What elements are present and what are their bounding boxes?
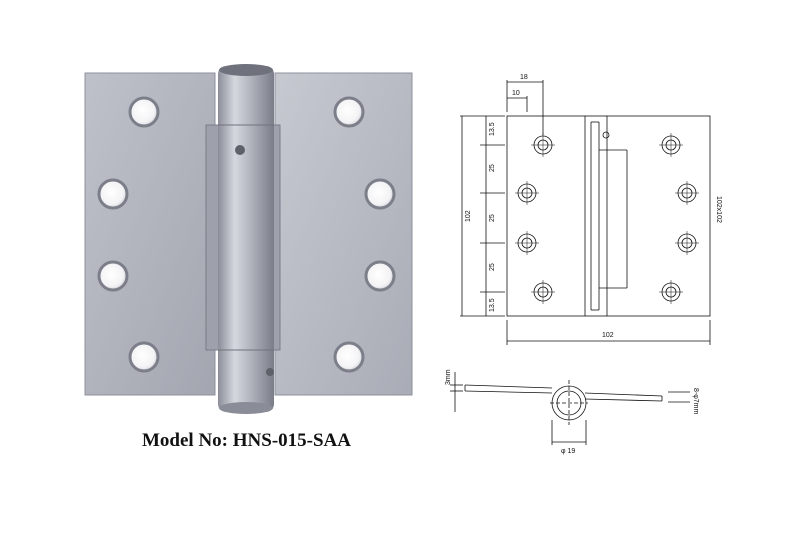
- model-number: Model No: HNS-015-SAA: [142, 430, 351, 451]
- dim-knuckle-diameter: φ 19: [561, 448, 575, 455]
- dim-thickness: 3mm: [445, 369, 452, 385]
- dim-holes: 8-φ7mm: [692, 388, 699, 414]
- dim-v-3: 25: [489, 214, 496, 222]
- dim-v-2: 25: [489, 164, 496, 172]
- dim-v-1: 13.5: [489, 122, 496, 136]
- dim-v-5: 13.5: [489, 298, 496, 312]
- side-view: [450, 372, 690, 445]
- front-view-outline: [506, 115, 711, 317]
- hinge-barrel: [218, 64, 274, 414]
- dim-v-4: 25: [489, 263, 496, 271]
- dim-overall-height: 102: [465, 210, 472, 222]
- dim-size: 102x102: [715, 196, 722, 223]
- dim-18: 18: [520, 74, 528, 81]
- screw-holes: [97, 96, 396, 373]
- left-leaf: [84, 72, 216, 396]
- dim-overall-width: 102: [602, 332, 614, 339]
- dim-10: 10: [512, 90, 520, 97]
- right-leaf: [274, 72, 413, 396]
